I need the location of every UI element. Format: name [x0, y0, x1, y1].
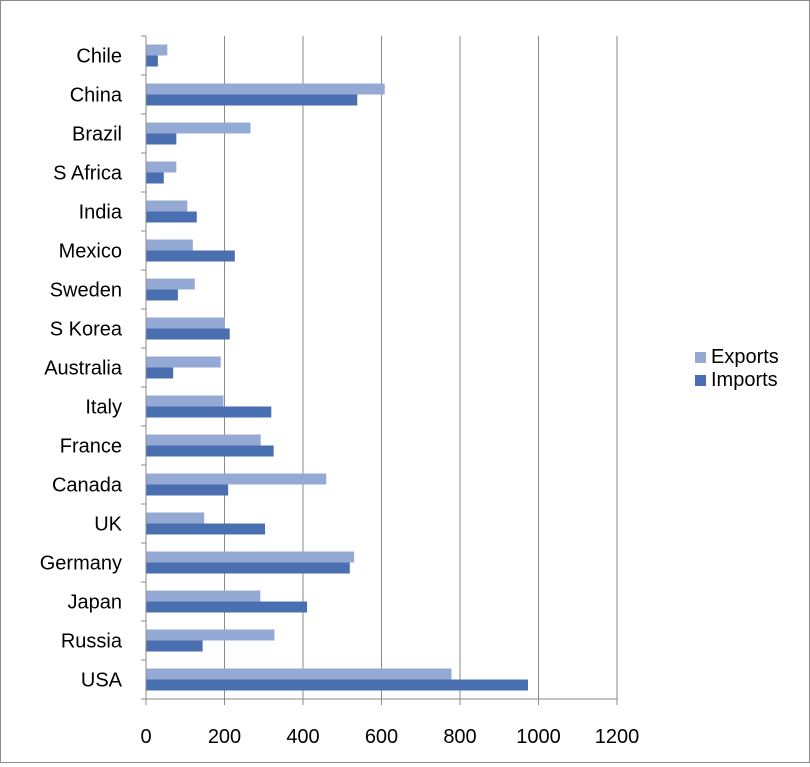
bar-imports-uk: [146, 523, 266, 535]
category-label: Chile: [76, 46, 122, 68]
category-label: China: [70, 85, 123, 107]
x-tick-label: 200: [208, 726, 241, 748]
x-tick-label: 1000: [516, 726, 561, 748]
bar-imports-usa: [146, 679, 529, 691]
bar-exports-brazil: [146, 122, 251, 134]
legend-label-imports: Imports: [711, 369, 778, 391]
category-label: S Africa: [53, 163, 123, 185]
bar-exports-italy: [146, 395, 224, 407]
bar-exports-france: [146, 434, 261, 446]
bar-imports-mexico: [146, 250, 235, 262]
bar-exports-s-africa: [146, 161, 177, 173]
tick-labels: 0 200 400 600 800 1000 1200: [140, 726, 639, 748]
category-label: Italy: [85, 397, 122, 419]
bar-imports-japan: [146, 601, 308, 613]
bar-imports-brazil: [146, 133, 177, 145]
bar-imports-france: [146, 445, 274, 457]
bars: [146, 44, 529, 691]
x-tick-label: 1200: [595, 726, 640, 748]
bar-imports-s-africa: [146, 172, 164, 184]
category-label: Australia: [44, 358, 123, 380]
category-label: USA: [81, 670, 123, 692]
bar-imports-australia: [146, 367, 174, 379]
bar-imports-india: [146, 211, 197, 223]
bar-imports-s-korea: [146, 328, 230, 340]
bar-exports-sweden: [146, 278, 195, 290]
x-tick-label: 600: [365, 726, 398, 748]
axes: [141, 35, 618, 705]
bar-exports-china: [146, 83, 385, 95]
category-label: UK: [94, 514, 122, 536]
bar-imports-sweden: [146, 289, 178, 301]
bar-imports-germany: [146, 562, 350, 574]
bar-imports-china: [146, 94, 358, 106]
category-label: Mexico: [59, 241, 122, 263]
category-label: S Korea: [50, 319, 123, 341]
x-tick-label: 800: [443, 726, 476, 748]
gridlines: [224, 36, 618, 699]
bar-exports-chile: [146, 44, 168, 56]
bar-exports-usa: [146, 668, 452, 680]
x-tick-label: 0: [140, 726, 151, 748]
bar-exports-mexico: [146, 239, 193, 251]
bar-exports-russia: [146, 629, 275, 641]
legend-swatch-exports: [695, 352, 706, 363]
legend-label-exports: Exports: [711, 346, 779, 368]
bar-imports-russia: [146, 640, 203, 652]
category-label: Sweden: [50, 280, 122, 302]
bar-exports-s-korea: [146, 317, 225, 329]
bar-exports-canada: [146, 473, 327, 485]
bar-imports-italy: [146, 406, 272, 418]
bar-imports-chile: [146, 55, 158, 67]
category-label: Canada: [52, 475, 123, 497]
legend-swatch-imports: [695, 375, 706, 386]
bar-imports-canada: [146, 484, 229, 496]
category-label: Germany: [40, 553, 122, 575]
category-label: India: [79, 202, 123, 224]
x-tick-label: 400: [286, 726, 319, 748]
bar-exports-india: [146, 200, 188, 212]
category-label: Japan: [68, 592, 123, 614]
category-label: Russia: [61, 631, 123, 653]
category-label: Brazil: [72, 124, 122, 146]
bar-exports-uk: [146, 512, 205, 524]
bar-exports-germany: [146, 551, 355, 563]
category-label: France: [60, 436, 122, 458]
bar-exports-japan: [146, 590, 261, 602]
bar-exports-australia: [146, 356, 221, 368]
